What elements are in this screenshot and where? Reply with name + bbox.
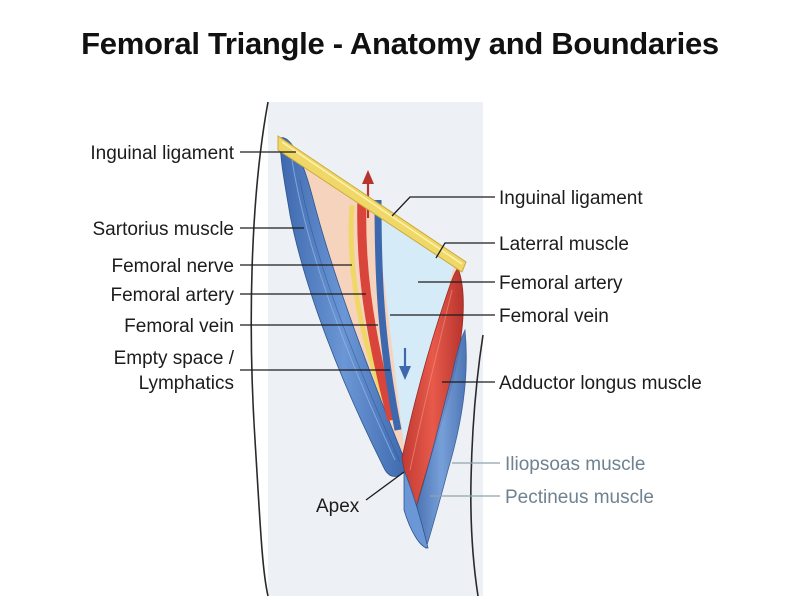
leader-laterral-muscle: [435, 242, 495, 259]
label-femoral-artery-right: Femoral artery: [499, 273, 623, 294]
thigh-left-edge: [250, 101, 269, 597]
page-title: Femoral Triangle - Anatomy and Boundarie…: [81, 26, 719, 61]
label-empty-space-line1: Empty space /: [114, 348, 235, 369]
label-sartorius-muscle: Sartorius muscle: [93, 219, 235, 240]
artery-arrow-icon: [362, 170, 374, 184]
label-iliopsoas: Iliopsoas muscle: [505, 454, 645, 475]
label-inguinal-ligament-left: Inguinal ligament: [90, 143, 234, 164]
femoral-artery: [357, 194, 397, 422]
vein-arrow-icon: [399, 366, 411, 380]
label-adductor-longus: Adductor longus muscle: [499, 373, 702, 394]
femoral-nerve: [348, 204, 387, 401]
leader-inguinal-ligament-right: [391, 196, 495, 217]
pectineus-muscle: [403, 469, 429, 549]
femoral-vein: [374, 199, 402, 431]
inguinal-ligament: [277, 135, 467, 273]
thigh-right-edge: [470, 334, 484, 597]
label-laterral-muscle: Laterral muscle: [499, 234, 629, 255]
label-femoral-vein-right: Femoral vein: [499, 306, 609, 327]
empty-space-lymphatics: [375, 205, 455, 455]
label-inguinal-ligament-right: Inguinal ligament: [499, 188, 643, 209]
label-femoral-nerve: Femoral nerve: [112, 256, 235, 277]
label-femoral-artery-left: Femoral artery: [110, 285, 234, 306]
label-femoral-vein-left: Femoral vein: [124, 316, 234, 337]
label-apex: Apex: [316, 496, 360, 517]
leader-apex: [365, 471, 405, 501]
label-empty-space-line2: Lymphatics: [139, 373, 234, 394]
sartorius-muscle: [279, 137, 409, 477]
label-pectineus: Pectineus muscle: [505, 487, 654, 508]
